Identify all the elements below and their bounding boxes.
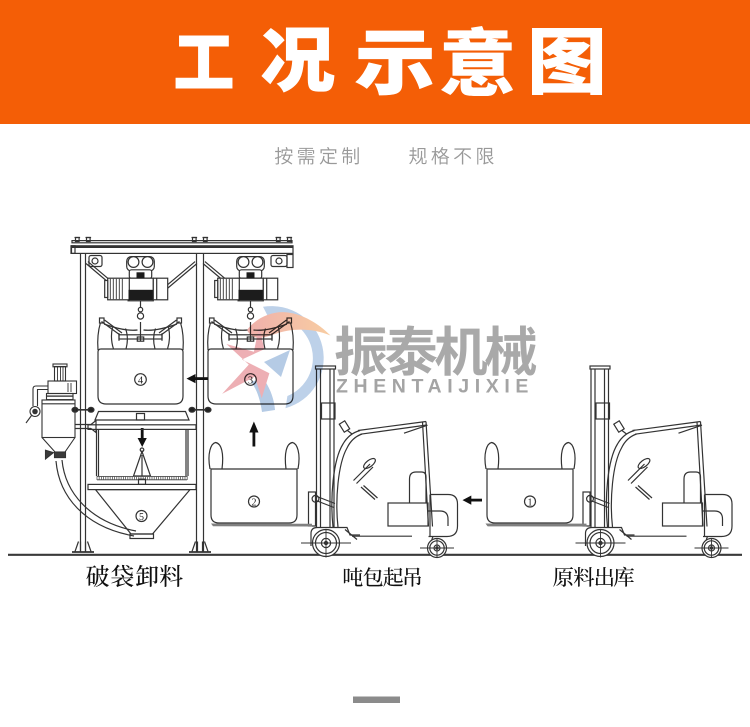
svg-text:2: 2	[252, 497, 257, 508]
svg-text:1: 1	[528, 497, 533, 508]
svg-text:4: 4	[138, 375, 144, 386]
svg-text:ZHENTAIJIXIE: ZHENTAIJIXIE	[336, 376, 534, 398]
svg-text:5: 5	[139, 512, 144, 523]
svg-text:3: 3	[248, 375, 253, 386]
